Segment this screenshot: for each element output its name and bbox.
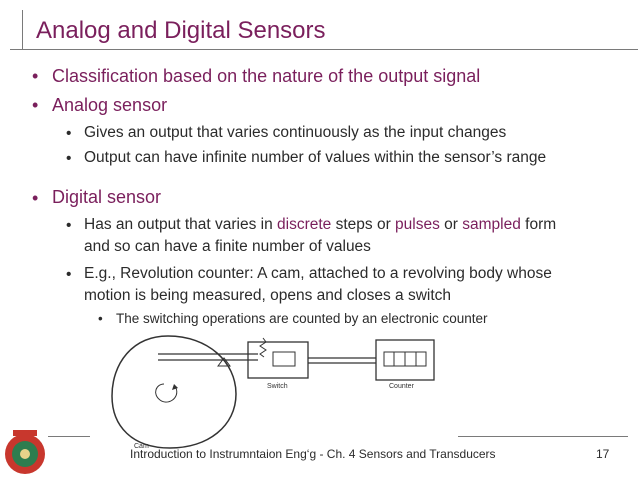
- bullet-dot: •: [66, 125, 72, 142]
- switch-contact: [272, 351, 296, 367]
- switch-label: Switch: [267, 383, 288, 390]
- text-segment: form: [520, 216, 557, 233]
- footer-rule-right: [458, 436, 628, 437]
- rotation-arrow-head: [172, 384, 178, 390]
- bullet-dot: •: [66, 217, 72, 234]
- highlight-sampled: sampled: [462, 216, 521, 233]
- counter-box: [375, 339, 435, 381]
- counter-label: Counter: [389, 383, 415, 390]
- bullet-example-line1: E.g., Revolution counter: A cam, attache…: [84, 265, 552, 282]
- bullet-classification: Classification based on the nature of th…: [52, 66, 481, 86]
- page-number: 17: [596, 447, 610, 461]
- highlight-discrete: discrete: [277, 216, 332, 233]
- bullet-dot: •: [66, 150, 72, 167]
- bullet-analog-sensor: Analog sensor: [52, 95, 168, 115]
- bullet-digital-finite: and so can have a finite number of value…: [84, 238, 371, 255]
- bullet-example-line2: motion is being measured, opens and clos…: [84, 287, 452, 304]
- footer-rule-left: [48, 436, 90, 437]
- spring-icon: [259, 337, 267, 358]
- bullet-counter: The switching operations are counted by …: [116, 311, 488, 326]
- footer-text: Introduction to Instrumntaion Eng‘g - Ch…: [130, 447, 496, 461]
- highlight-pulses: pulses: [395, 216, 440, 233]
- bullet-analog-continuous: Gives an output that varies continuously…: [84, 124, 507, 141]
- title-vertical-rule: [22, 10, 23, 50]
- revolution-counter-diagram: Switch Counter Cam: [111, 335, 435, 450]
- title-horizontal-rule: [10, 49, 638, 50]
- bullet-analog-infinite: Output can have infinite number of value…: [84, 149, 547, 166]
- text-segment: Has an output that varies in: [84, 216, 278, 233]
- bullet-dot: •: [32, 66, 39, 86]
- text-segment: steps or: [331, 216, 396, 233]
- bullet-digital-discrete: Has an output that varies in discrete st…: [84, 216, 556, 234]
- pivot-triangle: [217, 357, 231, 367]
- bullet-dot: •: [98, 311, 103, 326]
- bullet-dot: •: [32, 188, 39, 208]
- rotation-arrow: [155, 383, 178, 403]
- cam-shape: [111, 335, 237, 449]
- university-seal-logo: [5, 430, 45, 474]
- bullet-digital-sensor: Digital sensor: [52, 187, 162, 207]
- slide-title: Analog and Digital Sensors: [36, 17, 326, 44]
- cam-label: Cam: [134, 443, 149, 450]
- bullet-dot: •: [32, 95, 39, 115]
- text-segment: or: [439, 216, 463, 233]
- bullet-dot: •: [66, 266, 72, 283]
- switch-box: [247, 341, 309, 379]
